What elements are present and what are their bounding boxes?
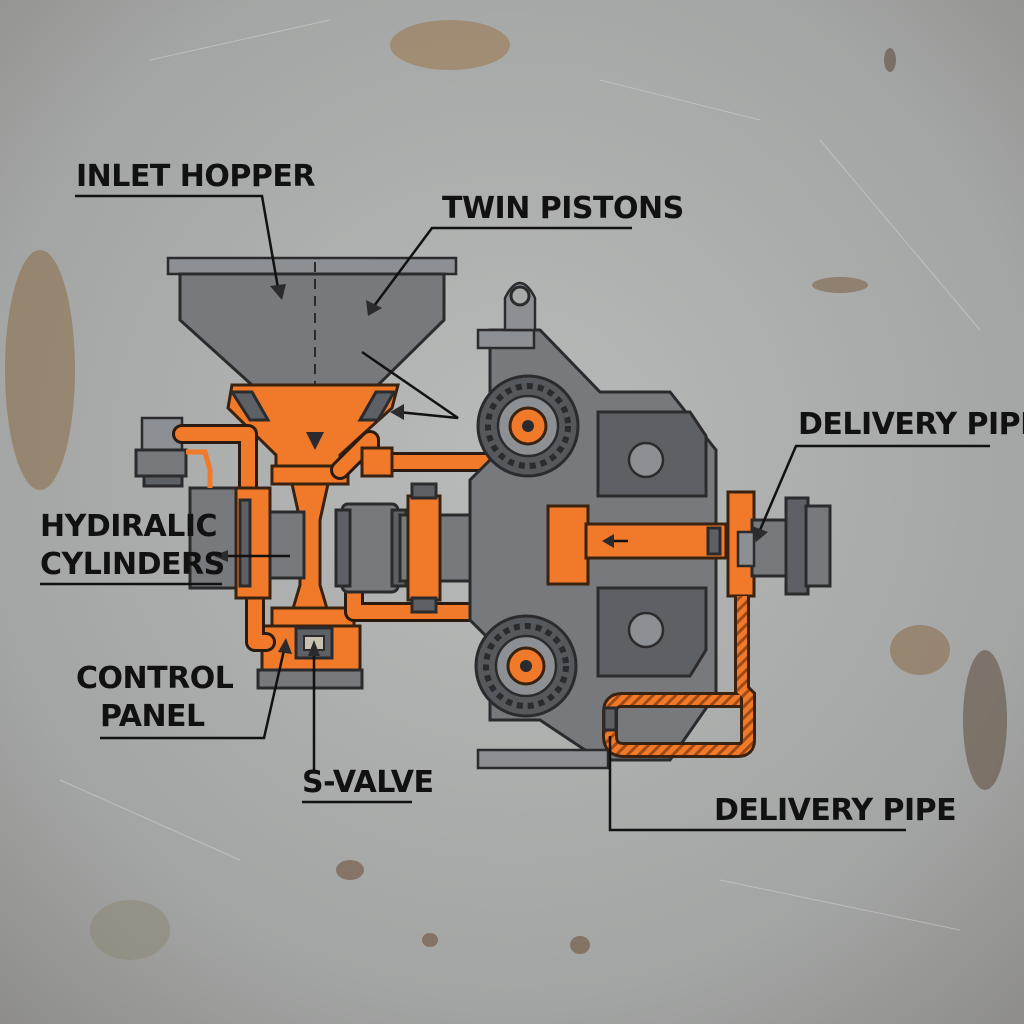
label-twin-pistons: TWIN PISTONS (442, 191, 684, 226)
label-hydraulic-line2: CYLINDERS (40, 547, 225, 582)
scratches (59, 19, 981, 931)
label-control-line1: CONTROL (76, 661, 234, 696)
hydraulic-cylinder-left (234, 486, 306, 600)
label-s-valve: S-VALVE (302, 765, 433, 800)
delivery-pipe-loop (602, 596, 756, 758)
piston-rod (546, 504, 728, 586)
upper-gear (476, 374, 580, 478)
hydraulic-lines-left (172, 424, 276, 652)
label-delivery-pipe-top: DELIVERY PIPE (798, 407, 1024, 442)
label-hydraulic-line1: HYDIRALIC (40, 509, 217, 544)
leader-lines (40, 194, 990, 832)
s-valve-body (256, 464, 364, 690)
label-control-line2: PANEL (100, 699, 205, 734)
lower-gear (474, 614, 578, 718)
rust-stains (5, 20, 1007, 960)
label-delivery-pipe-bottom: DELIVERY PIPE (714, 793, 956, 828)
label-inlet-hopper: INLET HOPPER (76, 159, 315, 194)
control-box (134, 416, 238, 590)
